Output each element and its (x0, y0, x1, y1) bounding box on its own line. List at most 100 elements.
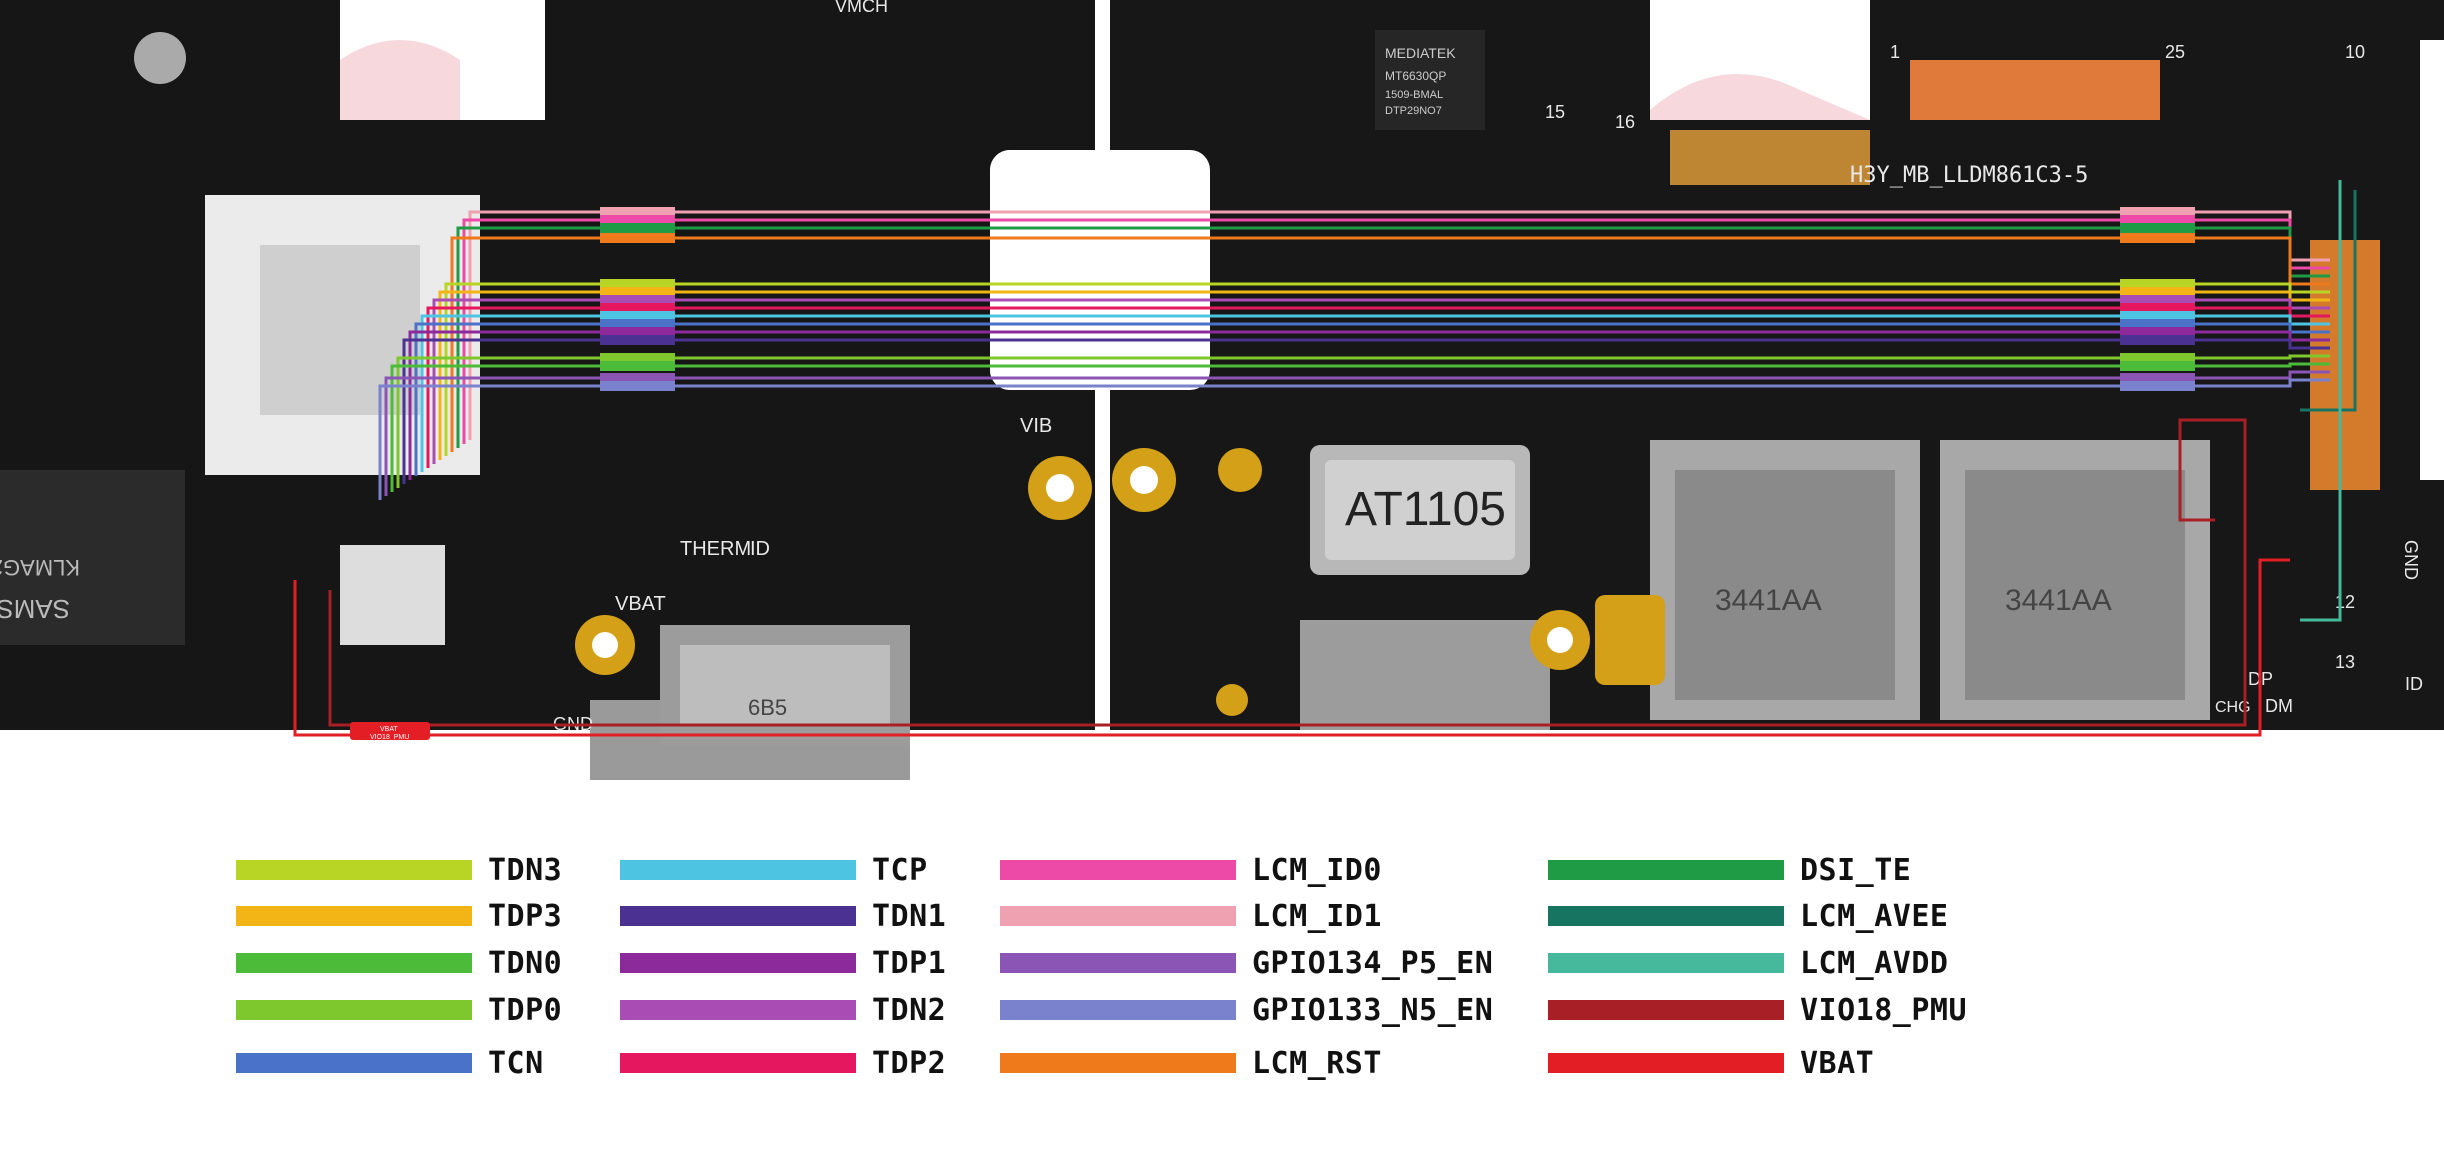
svg-text:VBAT: VBAT (380, 726, 398, 733)
trace-tag (600, 287, 675, 297)
label-board-id: H3Y_MB_LLDM861C3-5 (1850, 163, 2088, 188)
trace-tcp (420, 314, 2330, 472)
trace-tag (2120, 279, 2195, 289)
trace-tag (600, 373, 675, 383)
legend-swatch (1548, 906, 1784, 926)
trace-tag (600, 223, 675, 233)
trace-tag (600, 233, 675, 243)
trace-tdp3 (438, 290, 2330, 460)
legend-label: LCM_AVEE (1800, 898, 1949, 934)
legend-swatch (1000, 1053, 1236, 1073)
vbat-tag: VBAT VIO18_PMU (350, 722, 430, 741)
svg-text:1509-BMAL: 1509-BMAL (1385, 89, 1443, 101)
trace-tdp1 (408, 330, 2330, 480)
trace-tag (2120, 373, 2195, 383)
svg-text:3441AA: 3441AA (1715, 584, 1822, 617)
label-num-12: 12 (2335, 592, 2355, 612)
legend-item: TDN2 (620, 990, 946, 1030)
legend-label: TDP0 (488, 992, 563, 1028)
label-num-25: 25 (2165, 42, 2185, 62)
mediatek-chip: MEDIATEK MT6630QP 1509-BMAL DTP29NO7 (1375, 30, 1485, 130)
trace-tdn2 (432, 298, 2330, 464)
legend-swatch (236, 953, 472, 973)
legend-label: TDP1 (872, 945, 947, 981)
label-num-10: 10 (2345, 42, 2365, 62)
usb-connector (1300, 620, 1550, 730)
trace-tcn (414, 322, 2330, 476)
legend-item: GPIO134_P5_EN (1000, 943, 1493, 983)
trace-tag (600, 361, 675, 371)
pmic-bga (340, 545, 445, 645)
pcb-board-photo: SAMSUNG KLMAG2GEND-B MEDIATEK MT6630QP 1… (0, 0, 2444, 780)
legend-item: TDN3 (236, 850, 562, 890)
sim-slot-2: 3441AA (1940, 440, 2210, 720)
trace-tag (2120, 335, 2195, 345)
label-num-1: 1 (1890, 42, 1900, 62)
trace-tag (600, 295, 675, 305)
trace-tdn0 (390, 362, 2330, 492)
legend-swatch (1000, 860, 1236, 880)
legend-item: VBAT (1548, 1043, 1874, 1083)
legend-item: TDN1 (620, 896, 946, 936)
legend-label: LCM_AVDD (1800, 945, 1949, 981)
trace-gpio134-p5-en (384, 370, 2330, 496)
label-therm: THERM (680, 538, 751, 560)
trace-tag (600, 353, 675, 363)
legend-item: TDN0 (236, 943, 562, 983)
legend-item: TCN (236, 1043, 544, 1083)
legend-label: LCM_ID1 (1252, 898, 1382, 934)
svg-text:SAMSUNG: SAMSUNG (0, 594, 70, 624)
trace-tag (2120, 295, 2195, 305)
trace-vio18-pmu (328, 418, 2247, 727)
legend-swatch (1000, 906, 1236, 926)
trace-tag (600, 381, 675, 391)
legend-swatch (620, 953, 856, 973)
trace-tag (2120, 327, 2195, 337)
legend-swatch (620, 906, 856, 926)
legend-item: LCM_AVEE (1548, 896, 1949, 936)
trace-tag (2120, 353, 2195, 363)
legend-swatch (236, 860, 472, 880)
trace-tag (600, 311, 675, 321)
legend-swatch (620, 1000, 856, 1020)
trace-tag (600, 319, 675, 329)
label-chg: CHG (2215, 699, 2251, 716)
trace-gpio133-n5-en (378, 378, 2330, 500)
legend-label: LCM_ID0 (1252, 852, 1382, 888)
trace-lcm-id1 (468, 210, 2330, 440)
trace-tag (2120, 215, 2195, 225)
legend-label: TDN3 (488, 852, 563, 888)
trace-tag (2120, 311, 2195, 321)
trace-tag (2120, 207, 2195, 217)
legend-label: TCN (488, 1045, 544, 1081)
battery-connector: 6B5 (660, 625, 910, 745)
trace-lcm-avdd (2300, 180, 2342, 622)
trace-tag (600, 327, 675, 337)
label-gnd-right: GND (2401, 540, 2421, 580)
legend-swatch (236, 906, 472, 926)
legend-label: TDN2 (872, 992, 947, 1028)
svg-text:DTP29NO7: DTP29NO7 (1385, 105, 1442, 117)
legend-label: GPIO134_P5_EN (1252, 945, 1494, 981)
legend-label: TDP3 (488, 898, 563, 934)
svg-text:KLMAG2GEND-B: KLMAG2GEND-B (0, 555, 80, 580)
legend-swatch (1548, 953, 1784, 973)
svg-text:MEDIATEK: MEDIATEK (1385, 45, 1456, 61)
legend-item: LCM_RST (1000, 1043, 1382, 1083)
legend-swatch (1000, 1000, 1236, 1020)
legend-label: TDP2 (872, 1045, 947, 1081)
legend-item: DSI_TE (1548, 850, 1911, 890)
label-num-15: 15 (1545, 102, 1565, 122)
legend-item: TCP (620, 850, 928, 890)
legend-item: VIO18_PMU (1548, 990, 1967, 1030)
legend-item: TDP3 (236, 896, 562, 936)
legend-swatch (236, 1000, 472, 1020)
legend-swatch (1548, 1000, 1784, 1020)
svg-text:VIO18_PMU: VIO18_PMU (370, 734, 409, 741)
label-num-16: 16 (1615, 112, 1635, 132)
pcb-left-section (0, 0, 1095, 780)
trace-tag (600, 335, 675, 345)
trace-tag (600, 215, 675, 225)
legend-label: TDN0 (488, 945, 563, 981)
trace-tag (600, 303, 675, 313)
